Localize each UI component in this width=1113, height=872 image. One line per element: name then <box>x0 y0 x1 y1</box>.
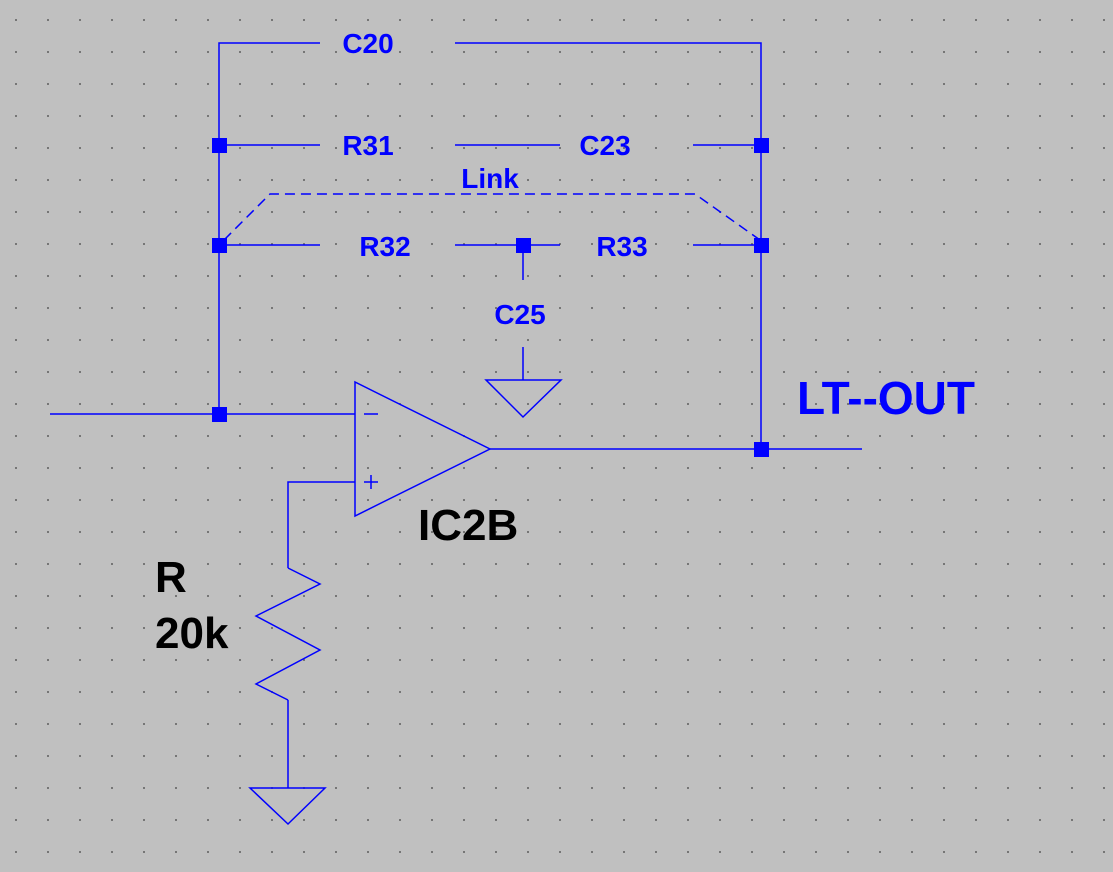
label-lt-out: LT--OUT <box>797 372 975 424</box>
ground-symbol-r <box>248 787 327 826</box>
junction-dot <box>754 238 769 253</box>
wire-c20-right[interactable] <box>455 42 762 449</box>
junction-dot <box>212 238 227 253</box>
label-r32: R32 <box>359 231 410 262</box>
label-ic2b: IC2B <box>418 501 518 550</box>
junction-dot <box>516 238 531 253</box>
junction-dot <box>754 138 769 153</box>
opamp-symbol[interactable] <box>354 380 492 518</box>
label-r31: R31 <box>342 130 393 161</box>
label-r33: R33 <box>596 231 647 262</box>
label-resistor-name: R <box>155 553 187 602</box>
label-c20: C20 <box>342 28 393 59</box>
junction-dot <box>212 407 227 422</box>
ground-symbol-c25 <box>484 379 563 419</box>
label-link: Link <box>461 163 519 194</box>
junction-dot <box>754 442 769 457</box>
label-resistor-value: 20k <box>155 609 229 658</box>
wire-c20-left[interactable] <box>218 42 320 415</box>
resistor-r-zigzag[interactable] <box>254 567 322 701</box>
link-dashed-wire[interactable] <box>223 193 761 241</box>
junction-dot <box>212 138 227 153</box>
label-c23: C23 <box>579 130 630 161</box>
label-c25: C25 <box>494 299 545 330</box>
wire-plus-input[interactable] <box>287 481 355 568</box>
